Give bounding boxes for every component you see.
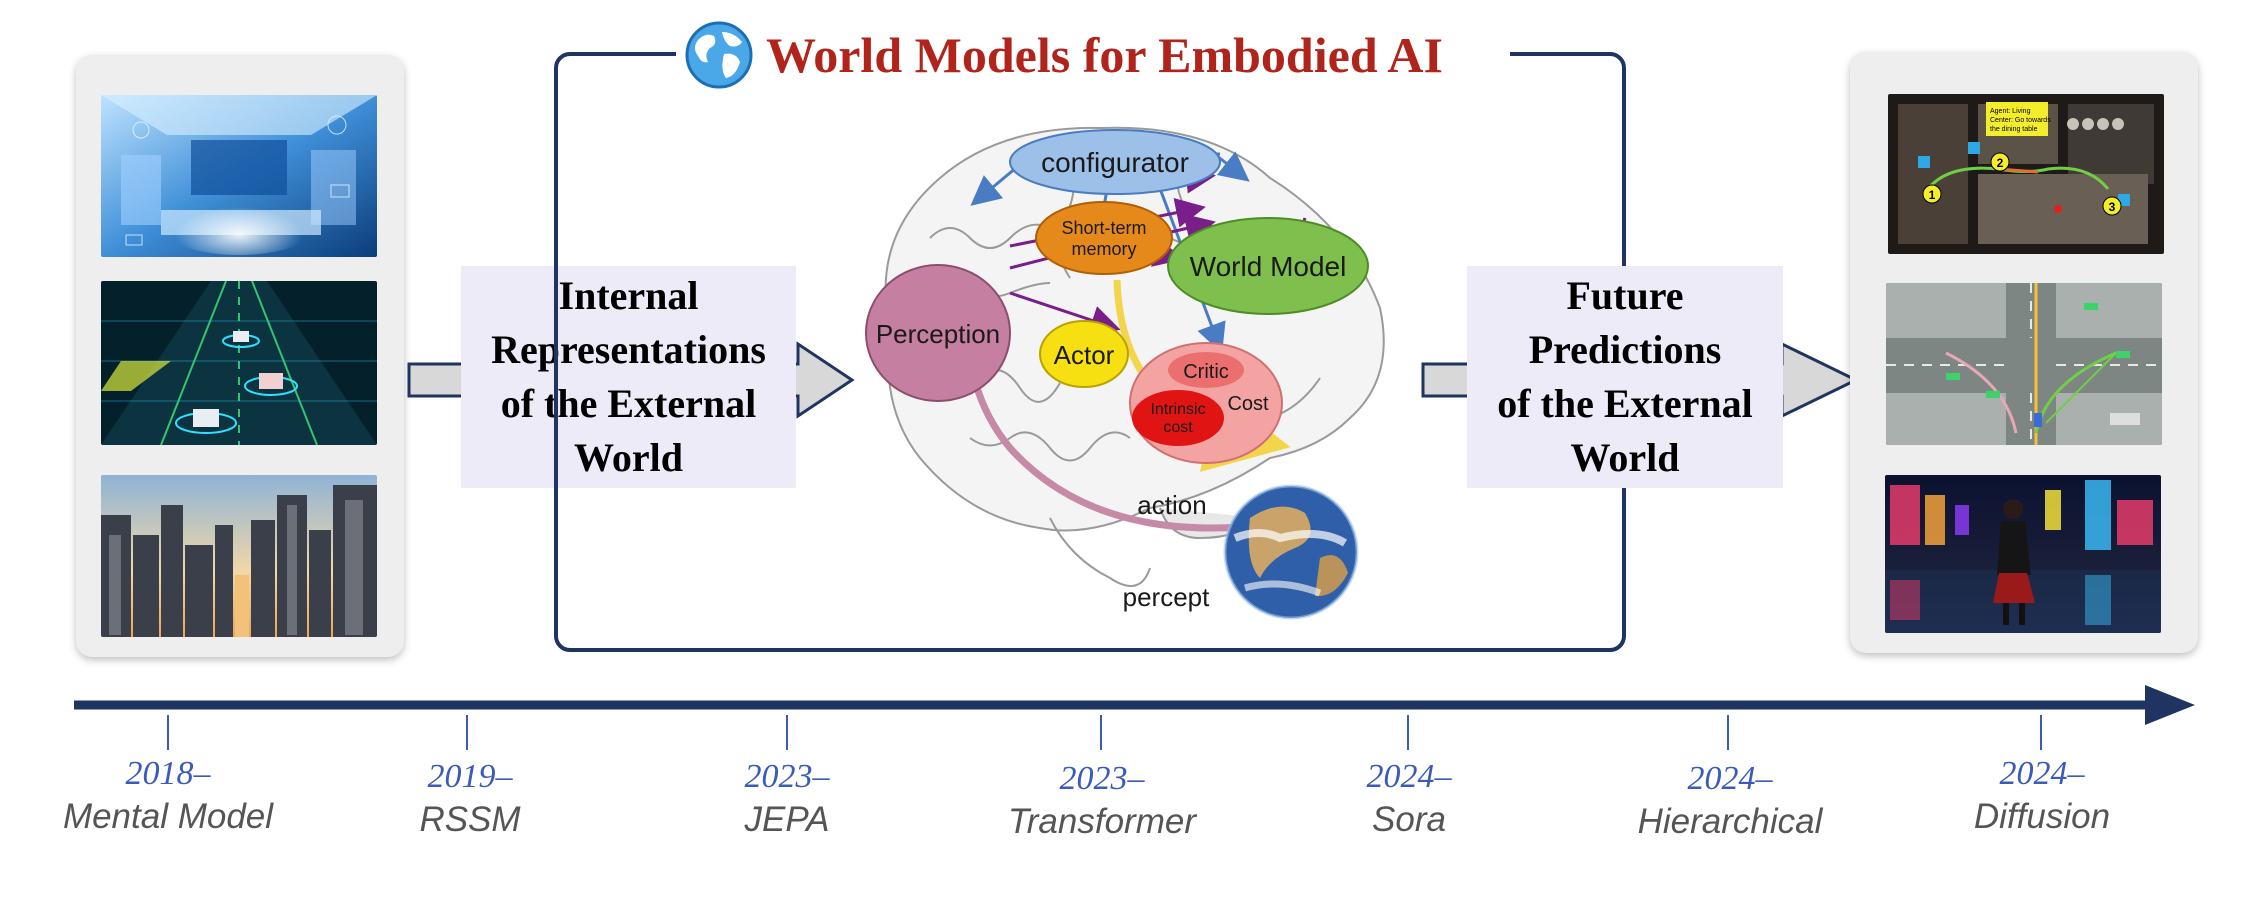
timeline-year: 2023– <box>1059 760 1145 797</box>
right-box-line-3: of the External <box>1497 381 1753 426</box>
marker-3: 3 <box>2109 200 2116 214</box>
critic-node <box>1168 352 1244 388</box>
perception-node <box>865 264 1011 402</box>
right-box-line-4: World <box>1570 435 1680 480</box>
floorplan-note-2: Center: Go towards <box>1990 117 2051 124</box>
timeline-year: 2024– <box>1999 755 2085 792</box>
timeline-item-diffusion: 2024– Diffusion <box>1912 755 2172 837</box>
marker-2: 2 <box>1997 156 2004 170</box>
actor-label: Actor <box>1054 340 1115 370</box>
autonomous-driving-image <box>101 281 377 445</box>
left-box-line-1: Internal <box>558 273 699 318</box>
intrinsic-cost-label-2: cost <box>1163 419 1193 436</box>
intrinsic-cost-label-1: Intrinsic <box>1150 401 1205 418</box>
configurator-node <box>1009 129 1221 195</box>
marker-1: 1 <box>1929 188 1936 202</box>
action-label: action <box>1137 490 1206 520</box>
configurator-label: configurator <box>1041 147 1189 178</box>
earth-icon <box>1223 484 1359 620</box>
night-street-image <box>1885 475 2161 633</box>
globe-icon <box>685 21 753 89</box>
smart-room-image <box>101 95 377 257</box>
timeline-item-sora: 2024– Sora <box>1279 758 1539 840</box>
main-title: World Models for Embodied AI <box>766 27 1443 83</box>
left-image-panel <box>76 55 404 657</box>
perception-label: Perception <box>876 319 1000 349</box>
critic-label: Critic <box>1183 361 1229 383</box>
timeline-name: Diffusion <box>1973 797 2111 836</box>
timeline-name: JEPA <box>744 800 830 839</box>
timeline-name: Sora <box>1372 800 1446 839</box>
title-bar: World Models for Embodied AI <box>676 10 1510 100</box>
short-term-memory-node <box>1035 201 1173 275</box>
left-box-line-4: World <box>574 435 683 480</box>
city-skyline-image <box>101 475 377 637</box>
timeline-item-rssm: 2019– RSSM <box>340 758 600 840</box>
right-box-line-2: Predictions <box>1528 327 1722 372</box>
timeline-item-hierarchical: 2024– Hierarchical <box>1600 760 1860 842</box>
actor-node <box>1039 320 1129 388</box>
short-term-memory-label-2: memory <box>1071 239 1136 259</box>
future-predictions-box: Future Predictions of the External World <box>1467 266 1783 488</box>
percept-label: percept <box>1123 582 1210 612</box>
world-model-node <box>1167 217 1369 315</box>
walking-woman-figure <box>1993 499 2035 625</box>
short-term-memory-label-1: Short-term <box>1061 218 1146 238</box>
timeline-item-jepa: 2023– JEPA <box>657 758 917 840</box>
cost-label: Cost <box>1227 393 1269 415</box>
world-model-label: World Model <box>1190 251 1347 282</box>
brain-diagram: configurator Short-term memory World Mod… <box>865 126 1385 620</box>
timeline-name: Transformer <box>1008 802 1196 841</box>
floorplan-note-3: the dining table <box>1990 126 2038 133</box>
left-box-line-2: Representations <box>491 327 766 372</box>
timeline-axis <box>74 685 2195 750</box>
timeline-name: Hierarchical <box>1637 802 1823 841</box>
timeline-year: 2024– <box>1687 760 1773 797</box>
left-box-line-3: of the External <box>500 381 757 426</box>
timeline-name: RSSM <box>419 800 521 839</box>
timeline-item-mental-model: 2018– Mental Model <box>38 755 298 837</box>
timeline-year: 2023– <box>744 758 830 795</box>
indoor-navigation-image: Agent: Living Center: Go towards the din… <box>1888 94 2164 254</box>
timeline-year: 2019– <box>427 758 513 795</box>
intersection-aerial-image <box>1886 283 2162 445</box>
internal-representations-box: Internal Representations of the External… <box>461 266 796 488</box>
timeline-year: 2024– <box>1366 758 1452 795</box>
intrinsic-cost-node <box>1132 390 1224 446</box>
timeline-item-transformer: 2023– Transformer <box>972 760 1232 842</box>
right-box-line-1: Future <box>1566 273 1684 318</box>
floorplan-note-1: Agent: Living <box>1990 108 2031 115</box>
right-image-panel: Agent: Living Center: Go towards the din… <box>1850 52 2198 653</box>
timeline-year: 2018– <box>125 755 211 792</box>
timeline-name: Mental Model <box>62 797 274 836</box>
